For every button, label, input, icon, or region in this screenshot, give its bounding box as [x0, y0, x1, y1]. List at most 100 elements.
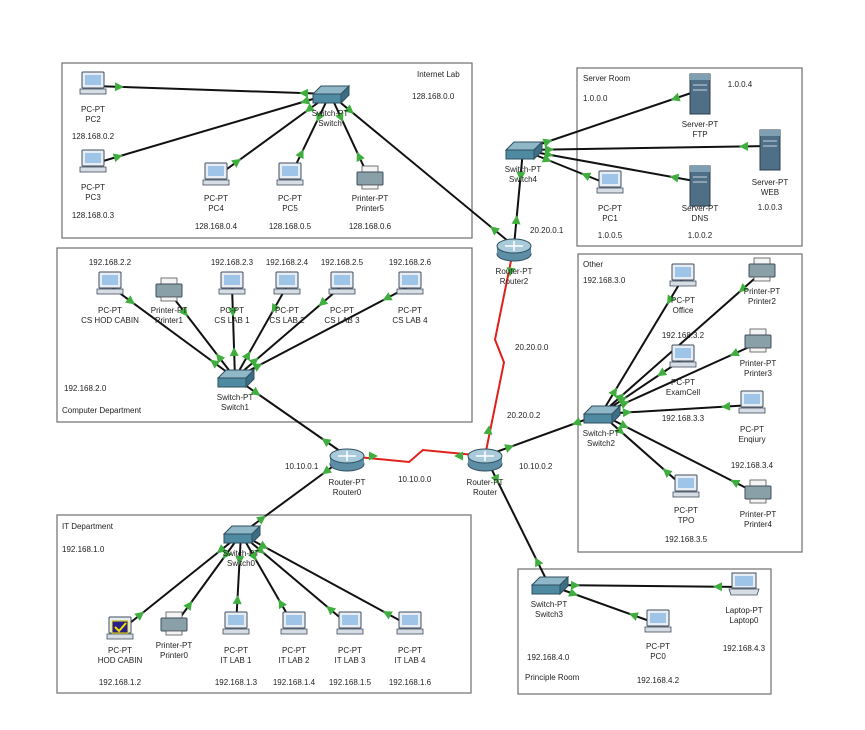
router-icon — [496, 238, 532, 262]
link-switch0-it_lab1[interactable] — [235, 533, 242, 627]
switch-icon — [223, 525, 261, 544]
link-switch3-laptop0[interactable] — [548, 584, 745, 588]
device-name-label: Printer3 — [744, 369, 773, 378]
device-name-label: Printer5 — [356, 204, 385, 213]
pc-icon — [273, 271, 301, 295]
device-name-label: Router2 — [500, 277, 529, 286]
printer-icon — [748, 257, 776, 282]
link-switch0-it_lab2[interactable] — [240, 533, 295, 627]
link-switch1-cs_lab3[interactable] — [234, 285, 343, 379]
link-switch0-it_lab4[interactable] — [240, 533, 411, 627]
link-switch1-cs_lab1[interactable] — [231, 285, 236, 379]
server-icon — [759, 129, 781, 171]
link-switch4-router2[interactable] — [513, 149, 524, 247]
link-switch1-cs_lab4[interactable] — [234, 285, 411, 379]
device-ip-label: 192.168.2.6 — [389, 258, 432, 267]
link-router2-router[interactable] — [484, 245, 515, 457]
link-up-indicator — [183, 600, 193, 611]
link-switch_lab-router2[interactable] — [329, 93, 515, 247]
link-up-indicator — [670, 92, 681, 102]
link-router0-switch0[interactable] — [240, 455, 348, 535]
link-up-indicator — [628, 612, 639, 621]
link-switch_lab-pc4[interactable] — [215, 93, 331, 178]
link-switch3-pc0[interactable] — [548, 584, 659, 625]
device-name-label: IT LAB 1 — [221, 656, 253, 665]
link-up-indicator — [490, 226, 500, 236]
link-router0-router[interactable] — [346, 448, 486, 464]
device-type-label: Switch-PT — [505, 165, 542, 174]
link-switch4-web[interactable] — [522, 145, 771, 151]
link-up-indicator — [322, 465, 332, 475]
link-up-indicator — [614, 425, 625, 435]
link-switch_lab-pc2[interactable] — [92, 85, 331, 95]
device-name-label: Printer1 — [155, 316, 184, 325]
link-layer — [92, 85, 771, 632]
link-switch4-ftp[interactable] — [522, 89, 701, 151]
link-switch_lab-pc3[interactable] — [92, 93, 331, 165]
device-ip-label: 192.168.3.2 — [662, 331, 705, 340]
device-type-label: PC-PT — [224, 646, 248, 655]
link-router-switch3[interactable] — [484, 455, 550, 586]
link-switch1-router0[interactable] — [234, 377, 348, 457]
device-ip-label: 192.168.1.5 — [329, 678, 372, 687]
device-type-label: PC-PT — [398, 646, 422, 655]
area-network-it-department: 192.168.1.0 — [62, 545, 105, 554]
link-switch1-cs_lab2[interactable] — [234, 285, 288, 379]
device-type-label: Switch-PT — [583, 429, 620, 438]
link-router-switch2[interactable] — [484, 413, 602, 457]
link-switch0-printer0[interactable] — [173, 533, 242, 627]
link-switch2-printer2[interactable] — [600, 271, 763, 415]
link-switch2-tpo[interactable] — [600, 413, 687, 490]
link-up-indicator — [729, 347, 740, 357]
link-switch1-printer1[interactable] — [168, 291, 236, 379]
device-name-label: CS LAB 4 — [392, 316, 428, 325]
device-name-label: CS LAB 3 — [324, 316, 360, 325]
device-type-label: PC-PT — [398, 306, 422, 315]
link-up-indicator — [490, 473, 499, 484]
link-switch2-examcell[interactable] — [600, 358, 684, 415]
link-up-indicator — [721, 401, 731, 411]
link-up-indicator — [256, 515, 266, 525]
device-type-label: Server-PT — [682, 204, 719, 213]
pc-icon — [669, 263, 697, 287]
